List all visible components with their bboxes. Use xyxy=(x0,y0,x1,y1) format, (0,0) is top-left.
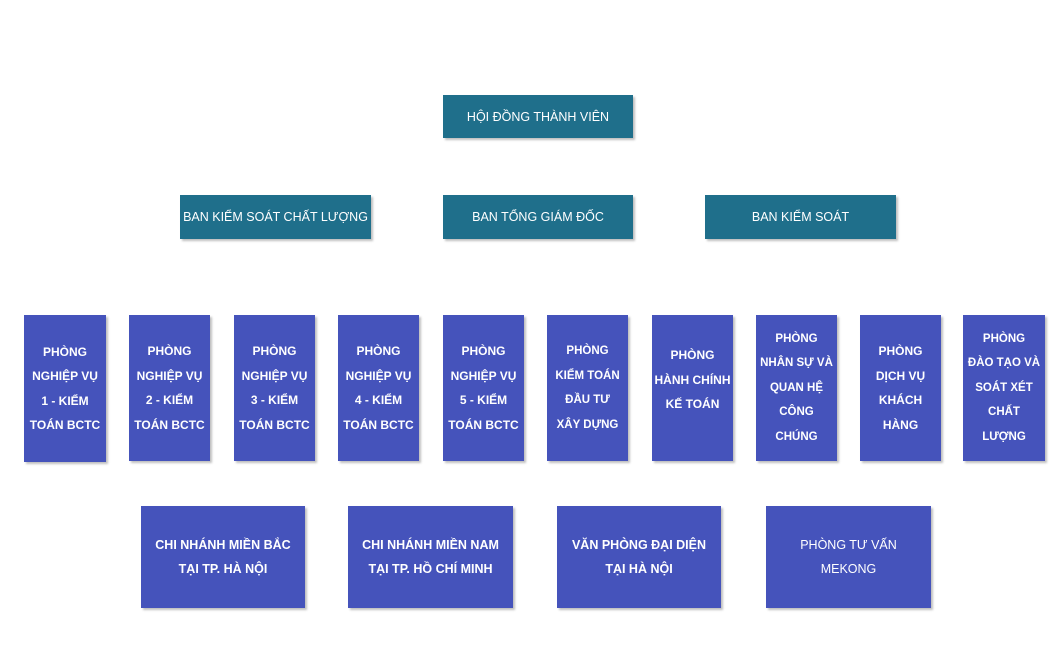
node-label: PHÒNG NGHIỆP VỤ 2 - KIỂM TOÁN BCTC xyxy=(134,344,205,432)
node-dept-3: PHÒNG NGHIỆP VỤ 3 - KIỂM TOÁN BCTC xyxy=(234,315,315,461)
node-branch-mien-bac: CHI NHÁNH MIỀN BẮC TẠI TP. HÀ NỘI xyxy=(141,506,305,608)
node-label: PHÒNG DỊCH VỤ KHÁCH HÀNG xyxy=(875,344,926,432)
node-label: VĂN PHÒNG ĐẠI DIỆN TẠI HÀ NỘI xyxy=(571,538,707,576)
node-label: HỘI ĐỒNG THÀNH VIÊN xyxy=(466,109,610,124)
node-ban-tong-giam-doc: BAN TỔNG GIÁM ĐỐC xyxy=(443,195,633,239)
node-label: CHI NHÁNH MIỀN NAM TẠI TP. HỒ CHÍ MINH xyxy=(362,538,499,576)
node-label: PHÒNG NGHIỆP VỤ 5 - KIỂM TOÁN BCTC xyxy=(448,344,519,432)
node-dept-7: PHÒNG HÀNH CHÍNH KẾ TOÁN xyxy=(652,315,733,461)
node-dept-4: PHÒNG NGHIỆP VỤ 4 - KIỂM TOÁN BCTC xyxy=(338,315,419,461)
node-ban-kiem-soat-chat-luong: BAN KIỂM SOÁT CHẤT LƯỢNG xyxy=(180,195,371,239)
node-label: PHÒNG HÀNH CHÍNH KẾ TOÁN xyxy=(654,348,731,411)
node-van-phong-dai-dien: VĂN PHÒNG ĐẠI DIỆN TẠI HÀ NỘI xyxy=(557,506,721,608)
node-label: BAN TỔNG GIÁM ĐỐC xyxy=(472,210,604,224)
node-label: PHÒNG KIỂM TOÁN ĐẦU TƯ XÂY DỰNG xyxy=(555,345,620,431)
node-ban-kiem-soat: BAN KIỂM SOÁT xyxy=(705,195,896,239)
node-dept-2: PHÒNG NGHIỆP VỤ 2 - KIỂM TOÁN BCTC xyxy=(129,315,210,461)
node-label: PHÒNG NGHIỆP VỤ 3 - KIỂM TOÁN BCTC xyxy=(239,344,310,432)
node-label: PHÒNG TƯ VẤN MEKONG xyxy=(800,538,897,576)
node-hoi-dong-thanh-vien: HỘI ĐỒNG THÀNH VIÊN xyxy=(443,95,633,138)
node-label: PHÒNG ĐÀO TẠO VÀ SOÁT XÉT CHẤT LƯỢNG xyxy=(967,332,1041,443)
node-label: CHI NHÁNH MIỀN BẮC TẠI TP. HÀ NỘI xyxy=(155,538,291,576)
node-branch-mien-nam: CHI NHÁNH MIỀN NAM TẠI TP. HỒ CHÍ MINH xyxy=(348,506,513,608)
node-dept-10: PHÒNG ĐÀO TẠO VÀ SOÁT XÉT CHẤT LƯỢNG xyxy=(963,315,1045,461)
node-dept-8: PHÒNG NHÂN SỰ VÀ QUAN HỆ CÔNG CHÚNG xyxy=(756,315,837,461)
node-dept-5: PHÒNG NGHIỆP VỤ 5 - KIỂM TOÁN BCTC xyxy=(443,315,524,461)
node-label: BAN KIỂM SOÁT xyxy=(751,210,850,224)
node-dept-1: PHÒNG NGHIỆP VỤ 1 - KIỂM TOÁN BCTC xyxy=(24,315,106,462)
node-phong-tu-van-mekong: PHÒNG TƯ VẤN MEKONG xyxy=(766,506,931,608)
node-label: PHÒNG NGHIỆP VỤ 4 - KIỂM TOÁN BCTC xyxy=(343,344,414,432)
node-label: PHÒNG NHÂN SỰ VÀ QUAN HỆ CÔNG CHÚNG xyxy=(760,332,833,443)
node-dept-9: PHÒNG DỊCH VỤ KHÁCH HÀNG xyxy=(860,315,941,461)
node-dept-6: PHÒNG KIỂM TOÁN ĐẦU TƯ XÂY DỰNG xyxy=(547,315,628,461)
node-label: PHÒNG NGHIỆP VỤ 1 - KIỂM TOÁN BCTC xyxy=(29,344,101,433)
node-label: BAN KIỂM SOÁT CHẤT LƯỢNG xyxy=(183,210,368,224)
